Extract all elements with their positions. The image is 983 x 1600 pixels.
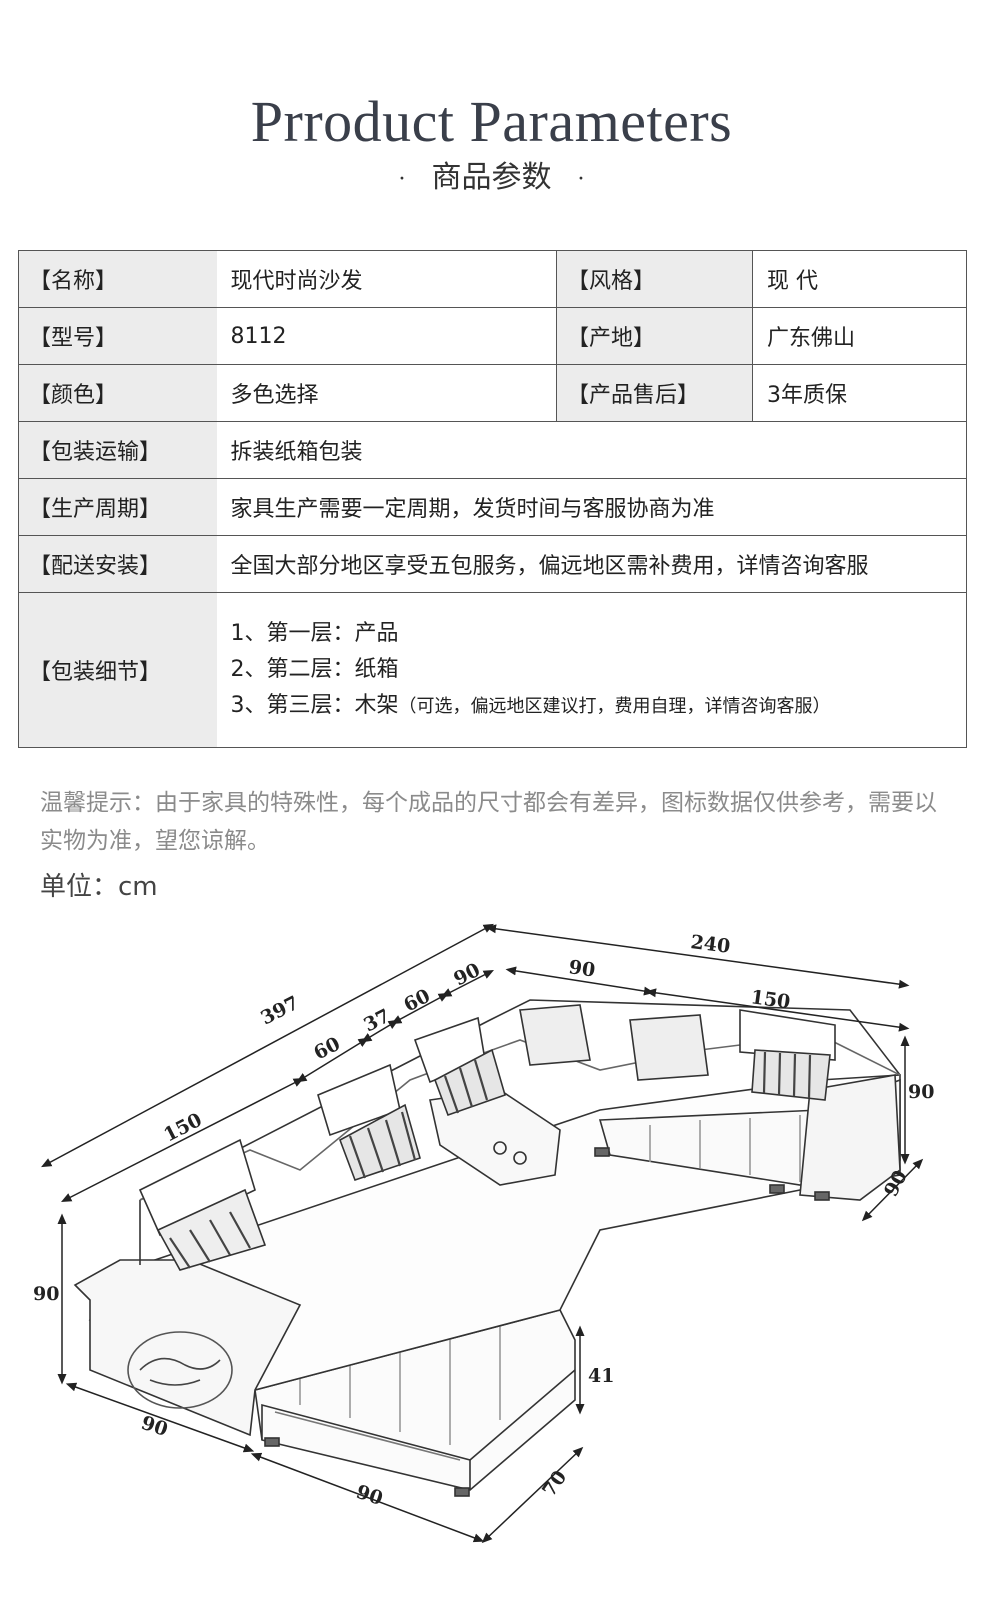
value-origin: 广东佛山 xyxy=(752,307,967,365)
label-production-cycle: 【生产周期】 xyxy=(18,478,217,536)
dim-90-left-height: 90 xyxy=(33,1283,59,1305)
value-model: 8112 xyxy=(216,307,557,365)
value-style: 现 代 xyxy=(752,250,967,308)
packaging-line-1: 1、第一层：产品 xyxy=(230,620,399,646)
value-delivery: 全国大部分地区享受五包服务，偏远地区需补费用，详情咨询客服 xyxy=(216,535,967,593)
value-production-cycle: 家具生产需要一定周期，发货时间与客服协商为准 xyxy=(216,478,967,536)
label-name: 【名称】 xyxy=(18,250,217,308)
table-row: 【包装运输】 拆装纸箱包装 xyxy=(18,421,967,479)
dim-90-b: 90 xyxy=(450,959,484,991)
label-model: 【型号】 xyxy=(18,307,217,365)
sofa-dimension-diagram: 397 240 90 150 150 60 37 60 90 90 90 90 … xyxy=(33,923,934,1544)
packaging-line-2: 2、第二层：纸箱 xyxy=(230,656,399,682)
dim-41: 41 xyxy=(588,1365,614,1387)
value-packaging: 1、第一层：产品 2、第二层：纸箱 3、第三层：木架（可选，偏远地区建议打，费用… xyxy=(216,592,967,748)
unit-label: 单位：cm xyxy=(40,872,158,902)
dim-70: 70 xyxy=(538,1467,571,1501)
value-name: 现代时尚沙发 xyxy=(216,250,557,308)
label-aftersale: 【产品售后】 xyxy=(556,364,753,422)
value-aftersale: 3年质保 xyxy=(752,364,967,422)
label-shipping: 【包装运输】 xyxy=(18,421,217,479)
dim-60-b: 60 xyxy=(400,985,434,1017)
sofa-sketch xyxy=(73,999,901,1497)
table-row: 【生产周期】 家具生产需要一定周期，发货时间与客服协商为准 xyxy=(18,478,967,536)
dim-90-top: 90 xyxy=(567,956,596,981)
dim-90-left-width: 90 xyxy=(138,1412,170,1441)
table-row: 【配送安装】 全国大部分地区享受五包服务，偏远地区需补费用，详情咨询客服 xyxy=(18,535,967,593)
dot-left: · xyxy=(398,166,406,192)
dim-90-right-height: 90 xyxy=(908,1081,934,1103)
notice-text: 温馨提示：由于家具的特殊性，每个成品的尺寸都会有差异，图标数据仅供参考，需要以实… xyxy=(40,790,937,854)
dim-90-front: 90 xyxy=(353,1481,385,1510)
label-color: 【颜色】 xyxy=(18,364,217,422)
page-subtitle: · 商品参数 · xyxy=(0,152,983,196)
dim-150-left: 150 xyxy=(160,1109,205,1147)
label-packaging: 【包装细节】 xyxy=(18,592,217,748)
value-shipping: 拆装纸箱包装 xyxy=(216,421,967,479)
table-row: 【型号】 8112 【产地】 广东佛山 xyxy=(18,307,967,365)
dim-240: 240 xyxy=(689,931,731,958)
packaging-line-3-note: （可选，偏远地区建议打，费用自理，详情咨询客服） xyxy=(398,695,831,717)
page-title: Prroduct Parameters xyxy=(250,89,733,154)
label-origin: 【产地】 xyxy=(556,307,753,365)
label-style: 【风格】 xyxy=(556,250,753,308)
subtitle-text: 商品参数 xyxy=(431,160,552,195)
parameters-table: 【名称】 现代时尚沙发 【风格】 现 代 【型号】 8112 【产地】 广东佛山… xyxy=(18,250,967,748)
dim-37: 37 xyxy=(360,1005,394,1037)
dimension-lines xyxy=(41,923,924,1544)
table-row: 【颜色】 多色选择 【产品售后】 3年质保 xyxy=(18,364,967,422)
packaging-line-3: 3、第三层：木架（可选，偏远地区建议打，费用自理，详情咨询客服） xyxy=(231,688,967,725)
table-row: 【名称】 现代时尚沙发 【风格】 现 代 xyxy=(18,250,967,308)
dot-right: · xyxy=(577,166,585,192)
dim-60-a: 60 xyxy=(310,1033,344,1065)
label-delivery: 【配送安装】 xyxy=(18,535,217,593)
packaging-line-3-main: 3、第三层：木架 xyxy=(230,692,399,718)
table-row: 【包装细节】 1、第一层：产品 2、第二层：纸箱 3、第三层：木架（可选，偏远地… xyxy=(18,592,967,748)
dim-150-right: 150 xyxy=(749,986,791,1013)
dim-397: 397 xyxy=(257,992,302,1030)
value-color: 多色选择 xyxy=(216,364,557,422)
